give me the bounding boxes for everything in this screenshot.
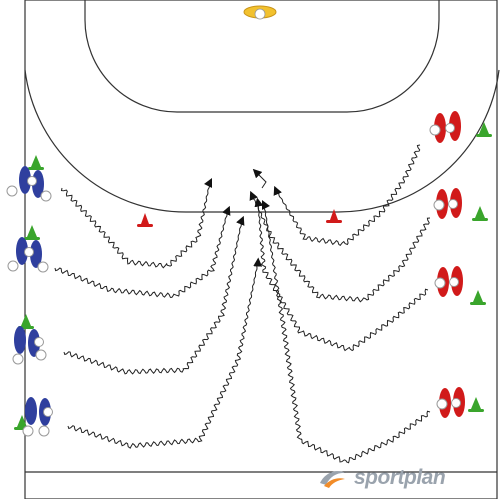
sportplan-wordmark: sportplan	[354, 466, 446, 489]
path-blue-3	[63, 215, 245, 375]
cone-green-left-2	[24, 225, 40, 240]
blue-player-group-1	[6, 166, 52, 202]
path-red-1	[273, 144, 421, 246]
cone-red-right	[326, 209, 342, 223]
path-red-4	[261, 199, 431, 464]
sportplan-swoosh-icon	[320, 471, 346, 488]
red-player-group-3	[434, 266, 463, 297]
path-shot	[252, 168, 267, 189]
cone-green-right-2	[472, 206, 488, 221]
dribble-paths	[54, 144, 431, 464]
path-blue-2	[54, 205, 231, 298]
goal-ball	[254, 8, 266, 20]
goal	[243, 5, 277, 20]
blue-player-group-3	[12, 326, 47, 365]
cone-red-left	[137, 213, 153, 227]
red-player-group-4	[436, 387, 465, 418]
red-player-group-2	[433, 188, 462, 219]
blue-player-group-2	[7, 237, 49, 273]
cone-green-right-3	[470, 290, 486, 305]
path-red-3	[254, 197, 429, 352]
free-throw-line	[24, 69, 500, 213]
path-blue-1	[60, 177, 213, 269]
path-red-2	[249, 190, 431, 303]
cone-green-left-1	[28, 155, 44, 170]
court	[24, 0, 500, 499]
goal-area-line	[84, 0, 440, 113]
cone-green-right-4	[468, 397, 484, 412]
blue-player-group-4	[22, 397, 53, 437]
sportplan-logo: sportplan	[318, 464, 490, 492]
path-blue-4	[67, 257, 263, 449]
red-player-group-1	[429, 111, 461, 143]
cone-green-right-1	[476, 122, 492, 137]
